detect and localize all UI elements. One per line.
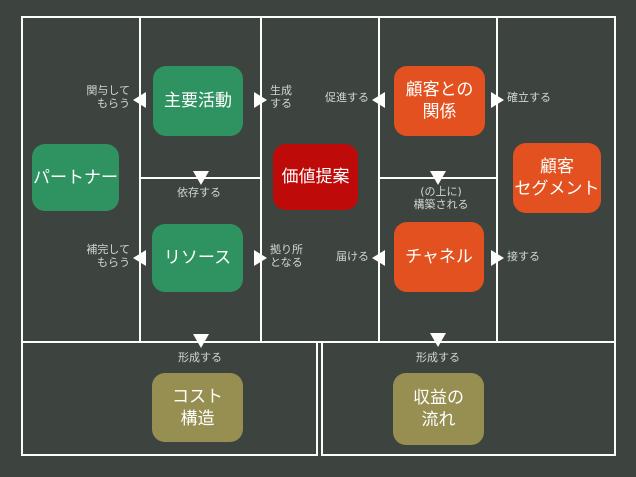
form-revenue-label: 形成する xyxy=(416,351,460,364)
cost-structure-cell xyxy=(21,341,318,456)
canvas-main-frame xyxy=(21,16,616,343)
involve-label: 関与して もらう xyxy=(86,84,130,110)
form-revenue-arrow-down-icon xyxy=(430,333,446,347)
complement-label: 補完して もらう xyxy=(86,243,130,269)
promote-label: 促進する xyxy=(325,91,369,104)
form-cost-label: 形成する xyxy=(178,351,222,364)
built-on-arrow-down-icon xyxy=(430,171,446,185)
form-cost-arrow-down-icon xyxy=(193,334,209,348)
customer-segments-box: 顧客 セグメント xyxy=(513,143,601,213)
value-proposition-box: 価値提案 xyxy=(273,144,358,210)
revenue-streams-cell xyxy=(321,341,616,456)
divider-relations-segments xyxy=(496,16,498,343)
cost-structure-box: コスト 構造 xyxy=(152,373,243,442)
depend-label: 依存する xyxy=(177,186,221,199)
partners-box: パートナー xyxy=(32,144,119,211)
built-on-label: (の上に) 構築される xyxy=(413,185,469,211)
anchor-label: 拠り所 となる xyxy=(270,243,303,269)
establish-label: 確立する xyxy=(507,91,551,104)
divider-value-relations xyxy=(378,16,380,343)
establish-arrow-right-icon xyxy=(491,92,504,108)
divider-activities-value xyxy=(260,16,262,343)
key-activities-box: 主要活動 xyxy=(153,66,243,136)
promote-arrow-left-icon xyxy=(372,92,385,108)
depend-arrow-down-icon xyxy=(193,171,209,185)
channels-box: チャネル xyxy=(394,222,484,292)
involve-arrow-left-icon xyxy=(133,92,146,108)
revenue-streams-box: 収益の 流れ xyxy=(393,373,484,445)
divider-partners-activities xyxy=(139,16,141,343)
reach-arrow-right-icon xyxy=(491,250,504,266)
reach-label: 接する xyxy=(507,250,540,263)
generate-arrow-right-icon xyxy=(254,92,267,108)
deliver-label: 届ける xyxy=(336,250,369,263)
customer-relationships-box: 顧客との 関係 xyxy=(394,66,485,136)
generate-label: 生成 する xyxy=(270,84,292,110)
anchor-arrow-right-icon xyxy=(254,250,267,266)
complement-arrow-left-icon xyxy=(133,250,146,266)
deliver-arrow-left-icon xyxy=(372,250,385,266)
resources-box: リソース xyxy=(152,224,243,292)
